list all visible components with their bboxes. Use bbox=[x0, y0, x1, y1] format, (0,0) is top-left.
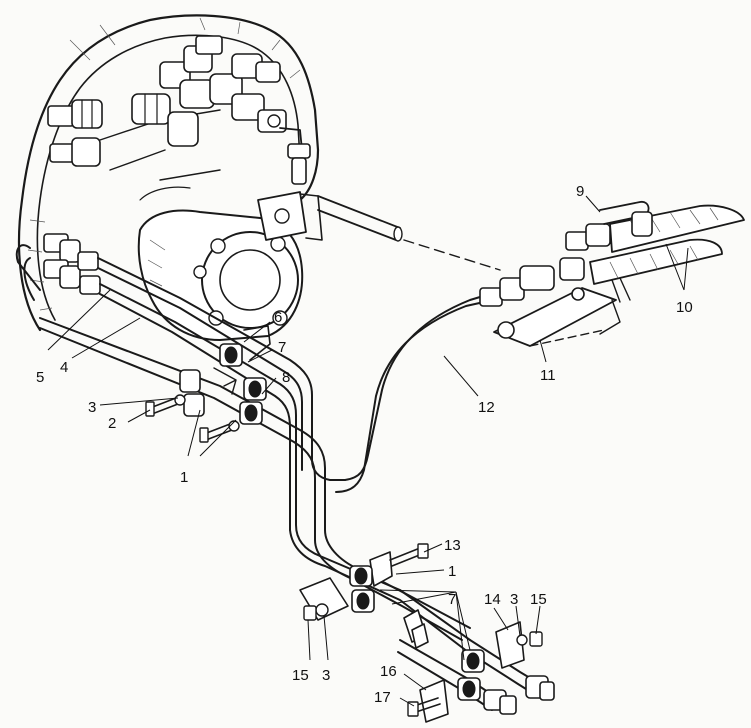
callout-3-left: 3 bbox=[322, 667, 330, 684]
callout-14: 14 bbox=[484, 591, 501, 608]
reservoir-return-tube bbox=[317, 195, 501, 271]
bolt-2 bbox=[49, 137, 101, 167]
housing-bolts bbox=[47, 35, 287, 167]
callout-15-left: 15 bbox=[292, 667, 309, 684]
bolt-6 bbox=[231, 93, 287, 133]
callout-10: 10 bbox=[676, 299, 693, 316]
bolt-5 bbox=[179, 73, 243, 109]
callout-13: 13 bbox=[444, 537, 461, 554]
callout-labels: 1 2 3 4 5 6 7 8 9 10 11 12 13 1 7 14 3 1… bbox=[36, 183, 693, 706]
pipe-bundle bbox=[15, 233, 541, 711]
bolt-4 bbox=[159, 35, 223, 89]
callout-1-lower: 1 bbox=[448, 563, 456, 580]
pipe-12 bbox=[335, 293, 491, 493]
bolt-7 bbox=[231, 53, 281, 83]
callout-16: 16 bbox=[380, 663, 397, 680]
callout-4: 4 bbox=[60, 359, 68, 376]
callout-8: 8 bbox=[282, 369, 290, 386]
bolt-1 bbox=[47, 99, 103, 129]
callout-7-upper: 7 bbox=[278, 339, 286, 356]
upper-clamps bbox=[145, 325, 271, 443]
leader-lines bbox=[47, 195, 689, 707]
callout-6: 6 bbox=[274, 309, 282, 326]
callout-11: 11 bbox=[540, 367, 556, 384]
callout-17: 17 bbox=[374, 689, 391, 706]
callout-9: 9 bbox=[576, 183, 584, 200]
callout-1-upper: 1 bbox=[180, 469, 188, 486]
callout-2: 2 bbox=[108, 415, 116, 432]
callout-15-right: 15 bbox=[530, 591, 547, 608]
lower-clamps bbox=[299, 543, 555, 723]
callout-3-upper: 3 bbox=[88, 399, 96, 416]
callout-3-right: 3 bbox=[510, 591, 518, 608]
callout-7-lower: 7 bbox=[448, 591, 456, 608]
callout-5: 5 bbox=[36, 369, 44, 386]
control-valve bbox=[479, 201, 745, 347]
pressure-sensor-line bbox=[279, 127, 311, 185]
callout-12: 12 bbox=[478, 399, 495, 416]
bolt-3 bbox=[131, 93, 199, 147]
